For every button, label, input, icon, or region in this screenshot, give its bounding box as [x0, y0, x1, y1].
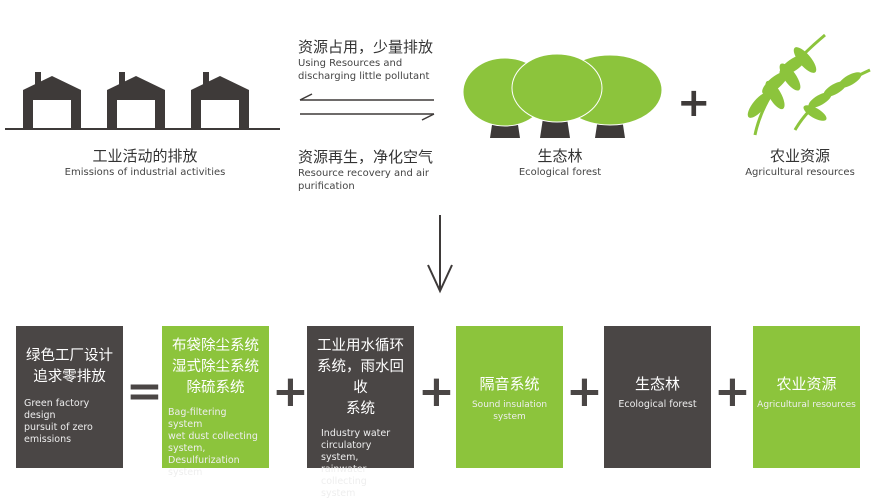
forest-cn: 生态林	[537, 147, 583, 165]
down-arrow-icon	[427, 215, 453, 294]
box-cn: 工业用水循环	[317, 338, 404, 354]
box-en: Industry water	[321, 428, 391, 439]
ecological-forest-box: 生态林 Ecological forest	[604, 326, 711, 468]
box-cn: 绿色工厂设计	[26, 348, 113, 364]
box-cn: 追求零排放	[33, 369, 106, 385]
resource-use-en2: discharging little pollutant	[298, 71, 430, 82]
agri-label: 农业资源 Agricultural resources	[730, 145, 870, 179]
equals-sign: =	[126, 366, 163, 417]
box-cn: 系统	[346, 401, 375, 417]
wheat-icon	[747, 33, 871, 136]
box-en: Agricultural resources	[757, 400, 856, 410]
resource-recovery-label: 资源再生，净化空气 Resource recovery and air puri…	[298, 146, 433, 193]
box-en: wet dust collecting	[168, 431, 258, 442]
dust-removal-box: 布袋除尘系统 湿式除尘系统 除硫系统 Bag-filtering system …	[162, 326, 269, 478]
plus-sign: +	[677, 80, 711, 126]
plus-sign: +	[418, 366, 455, 417]
box-cn: 农业资源	[776, 375, 837, 393]
box-cn: 生态林	[634, 375, 680, 393]
box-en: Green factory design	[24, 398, 90, 421]
factory-icon	[5, 72, 280, 130]
box-en: Desulfurization system	[168, 455, 240, 478]
resource-recovery-en1: Resource recovery and air	[298, 168, 429, 179]
plus-sign: +	[566, 366, 603, 417]
forest-en: Ecological forest	[518, 167, 602, 178]
industry-label: 工业活动的排放 Emissions of industrial activiti…	[40, 145, 250, 179]
plus-sign: +	[272, 366, 309, 417]
tree-icon	[462, 53, 663, 138]
box-en: Sound insulation system	[471, 400, 548, 422]
resource-use-cn: 资源占用，少量排放	[298, 38, 434, 56]
box-cn: 湿式除尘系统	[172, 359, 259, 375]
plus-sign: +	[714, 366, 751, 417]
box-en: rainwater collecting	[321, 464, 367, 487]
box-en: pursuit of zero	[24, 422, 93, 433]
box-en: system,	[168, 443, 206, 454]
box-cn: 隔音系统	[479, 375, 540, 393]
box-en: system	[321, 488, 356, 499]
forest-label: 生态林 Ecological forest	[490, 145, 630, 179]
green-factory-box: 绿色工厂设计 追求零排放 Green factory design pursui…	[16, 326, 123, 468]
resource-use-en1: Using Resources and	[298, 58, 403, 69]
box-en: Ecological forest	[618, 399, 697, 410]
resource-recovery-cn: 资源再生，净化空气	[298, 148, 434, 166]
box-cn: 除硫系统	[186, 380, 245, 396]
industry-en: Emissions of industrial activities	[64, 167, 226, 178]
water-recycling-box: 工业用水循环 系统，雨水回收 系统 Industry water circula…	[307, 326, 414, 499]
agri-cn: 农业资源	[769, 147, 830, 165]
exchange-arrows-icon	[299, 93, 435, 121]
resource-use-label: 资源占用，少量排放 Using Resources and dischargin…	[298, 36, 433, 83]
sound-insulation-box: 隔音系统 Sound insulation system	[456, 326, 563, 468]
box-en: circulatory system,	[321, 440, 372, 463]
box-cn: 系统，雨水回收	[317, 359, 404, 396]
agricultural-resources-box: 农业资源 Agricultural resources	[753, 326, 860, 468]
agri-en: Agricultural resources	[745, 167, 855, 178]
industry-cn: 工业活动的排放	[92, 147, 198, 165]
resource-recovery-en2: purification	[298, 181, 355, 192]
box-en: Bag-filtering system	[168, 407, 227, 430]
box-en: emissions	[24, 434, 72, 445]
box-cn: 布袋除尘系统	[172, 338, 259, 354]
